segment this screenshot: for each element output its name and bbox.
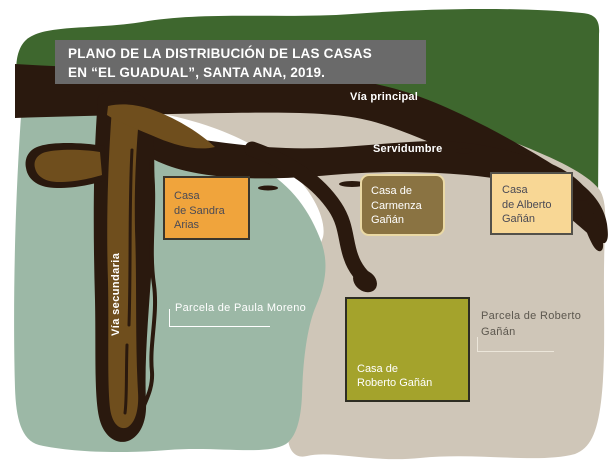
road-label-secundaria: Vía secundaria — [110, 252, 122, 336]
paula-parcel-bracket — [169, 309, 270, 327]
road-label-principal: Vía principal — [350, 91, 419, 103]
road-fleck — [258, 185, 278, 191]
trunk-streak-1 — [127, 148, 134, 327]
road-fleck — [339, 181, 365, 187]
trunk-streak-right — [141, 160, 158, 410]
house-sandra-arias: Casa de Sandra Arias — [163, 176, 250, 240]
parcel-label-roberto: Parcela de Roberto Gañán — [481, 310, 582, 338]
road-label-servidumbre: Servidumbre — [373, 143, 443, 155]
parcel-label-paula: Parcela de Paula Moreno — [175, 302, 307, 314]
house-roberto-ganan: Casa de Roberto Gañán — [345, 297, 470, 402]
road-branch — [244, 141, 377, 291]
house-alberto-ganan: Casa de Alberto Gañán — [490, 172, 573, 235]
house-roberto-label: Casa de Roberto Gañán — [357, 362, 433, 390]
roberto-parcel-bracket — [477, 337, 554, 352]
junction-surface — [107, 104, 215, 149]
trunk-streak-2 — [123, 343, 129, 415]
house-carmenza-ganan: Casa de Carmenza Gañán — [360, 174, 445, 236]
map-title: PLANO DE LA DISTRIBUCIÓN DE LAS CASAS EN… — [55, 40, 426, 84]
road-servidumbre — [121, 124, 589, 201]
road-principal — [15, 64, 608, 244]
road-stub-surface — [34, 149, 102, 182]
road-fleck — [408, 144, 432, 150]
road-drip — [576, 192, 604, 252]
road-branch-end — [353, 269, 377, 293]
road-fleck — [455, 148, 473, 154]
